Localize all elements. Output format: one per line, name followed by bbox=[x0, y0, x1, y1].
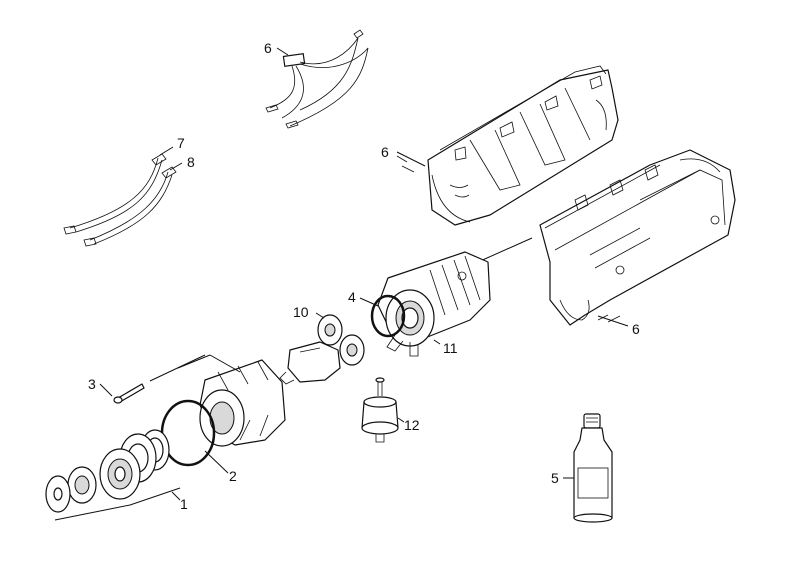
part-4-o-ring bbox=[370, 294, 406, 338]
label-11: 11 bbox=[443, 340, 458, 356]
label-10: 10 bbox=[293, 304, 309, 320]
label-2: 2 bbox=[229, 468, 237, 484]
part-7-wire-harness bbox=[265, 29, 369, 129]
part-1-bearing-set bbox=[45, 429, 170, 513]
part-12-coupling bbox=[361, 377, 399, 443]
label-3: 3 bbox=[88, 376, 96, 392]
part-10-gear-shaft bbox=[279, 314, 365, 385]
part-8-9-cables bbox=[63, 153, 177, 247]
label-6-upper: 6 bbox=[381, 144, 389, 160]
label-8: 7 bbox=[177, 135, 185, 151]
label-12: 12 bbox=[404, 417, 420, 433]
part-3-screw bbox=[113, 383, 145, 404]
label-5: 5 bbox=[551, 470, 559, 486]
label-6-lower: 6 bbox=[632, 321, 640, 337]
part-2-gear-housing bbox=[160, 359, 286, 467]
label-4: 4 bbox=[348, 289, 356, 305]
label-9: 8 bbox=[187, 154, 195, 170]
label-1: 1 bbox=[180, 496, 188, 512]
part-5-oil-bottle bbox=[573, 413, 613, 523]
part-6-lower-housing bbox=[539, 149, 736, 326]
part-6-upper-housing bbox=[427, 65, 619, 226]
label-7: 6 bbox=[264, 40, 272, 56]
